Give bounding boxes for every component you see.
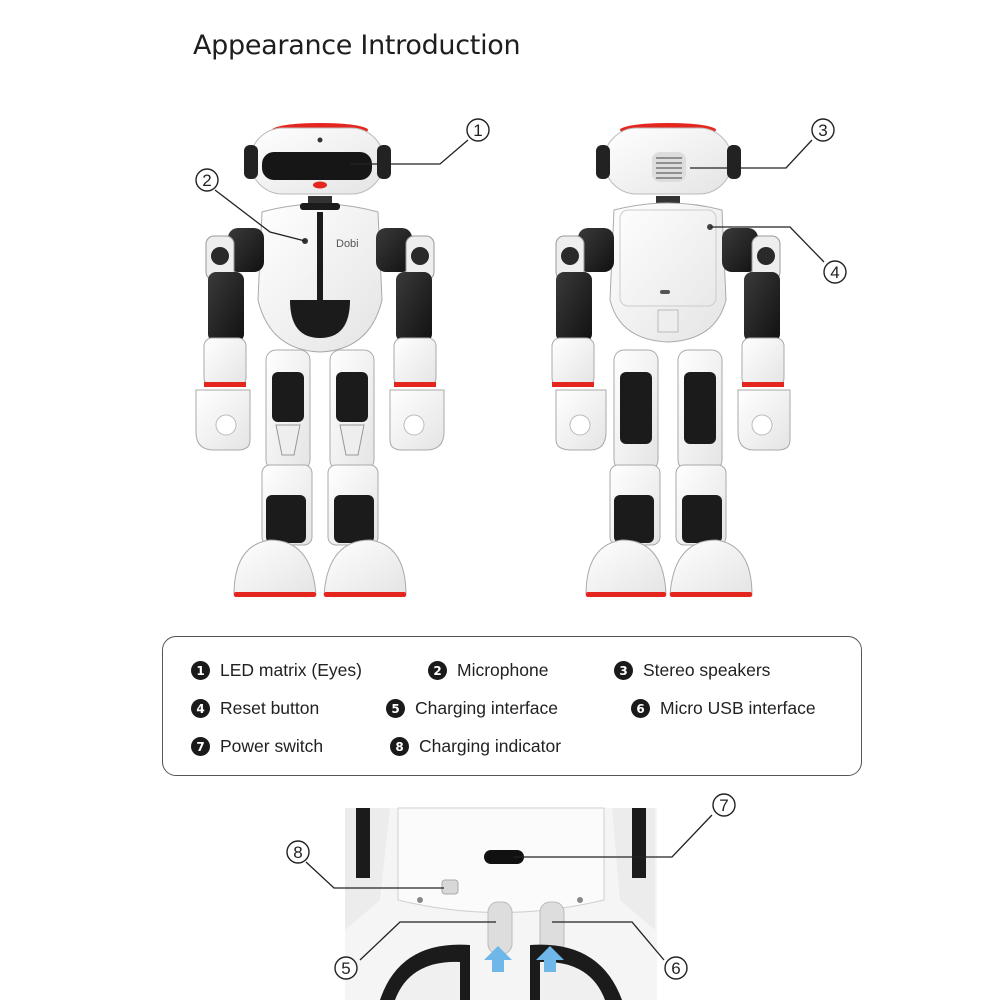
legend-item-led-matrix: 1 LED matrix (Eyes) [191, 660, 362, 681]
legend-item-reset-button: 4 Reset button [191, 698, 319, 719]
callout-8: 8 [293, 843, 302, 862]
legend-item-micro-usb: 6 Micro USB interface [631, 698, 816, 719]
page-title: Appearance Introduction [193, 30, 521, 61]
legend-label: Reset button [220, 698, 320, 718]
arrow-up-icon [536, 946, 564, 972]
callout-2: 2 [202, 171, 211, 190]
robot-back-view [551, 123, 791, 597]
legend-item-power-switch: 7 Power switch [191, 736, 323, 757]
number-badge-icon: 7 [191, 737, 210, 756]
legend-label: LED matrix (Eyes) [220, 660, 362, 680]
callout-1: 1 [473, 121, 482, 140]
callout-4: 4 [830, 263, 839, 282]
legend-label: Stereo speakers [643, 660, 771, 680]
legend-item-charging-interface: 5 Charging interface [386, 698, 558, 719]
legend-item-charging-indicator: 8 Charging indicator [390, 736, 561, 757]
callout-6: 6 [671, 959, 680, 978]
number-badge-icon: 6 [631, 699, 650, 718]
legend-box [162, 636, 862, 776]
charging-indicator [441, 879, 459, 895]
robot-front-view: Dobi [195, 123, 445, 597]
power-switch [484, 850, 524, 864]
number-badge-icon: 2 [428, 661, 447, 680]
brand-logo-text: Dobi [336, 238, 359, 250]
callout-7: 7 [719, 796, 728, 815]
robot-closeup-view [345, 807, 657, 1000]
number-badge-icon: 4 [191, 699, 210, 718]
callout-3: 3 [818, 121, 827, 140]
number-badge-icon: 3 [614, 661, 633, 680]
legend-label: Microphone [457, 660, 549, 680]
legend-label: Charging interface [415, 698, 558, 718]
number-badge-icon: 5 [386, 699, 405, 718]
legend-label: Charging indicator [419, 736, 562, 756]
number-badge-icon: 8 [390, 737, 409, 756]
number-badge-icon: 1 [191, 661, 210, 680]
speaker-grille [652, 152, 686, 182]
legend-label: Power switch [220, 736, 324, 756]
legend-label: Micro USB interface [660, 698, 816, 718]
callout-5: 5 [341, 959, 350, 978]
arrow-up-icon [484, 946, 512, 972]
legend-item-microphone: 2 Microphone [428, 660, 548, 681]
legend-item-stereo-speakers: 3 Stereo speakers [614, 660, 770, 681]
